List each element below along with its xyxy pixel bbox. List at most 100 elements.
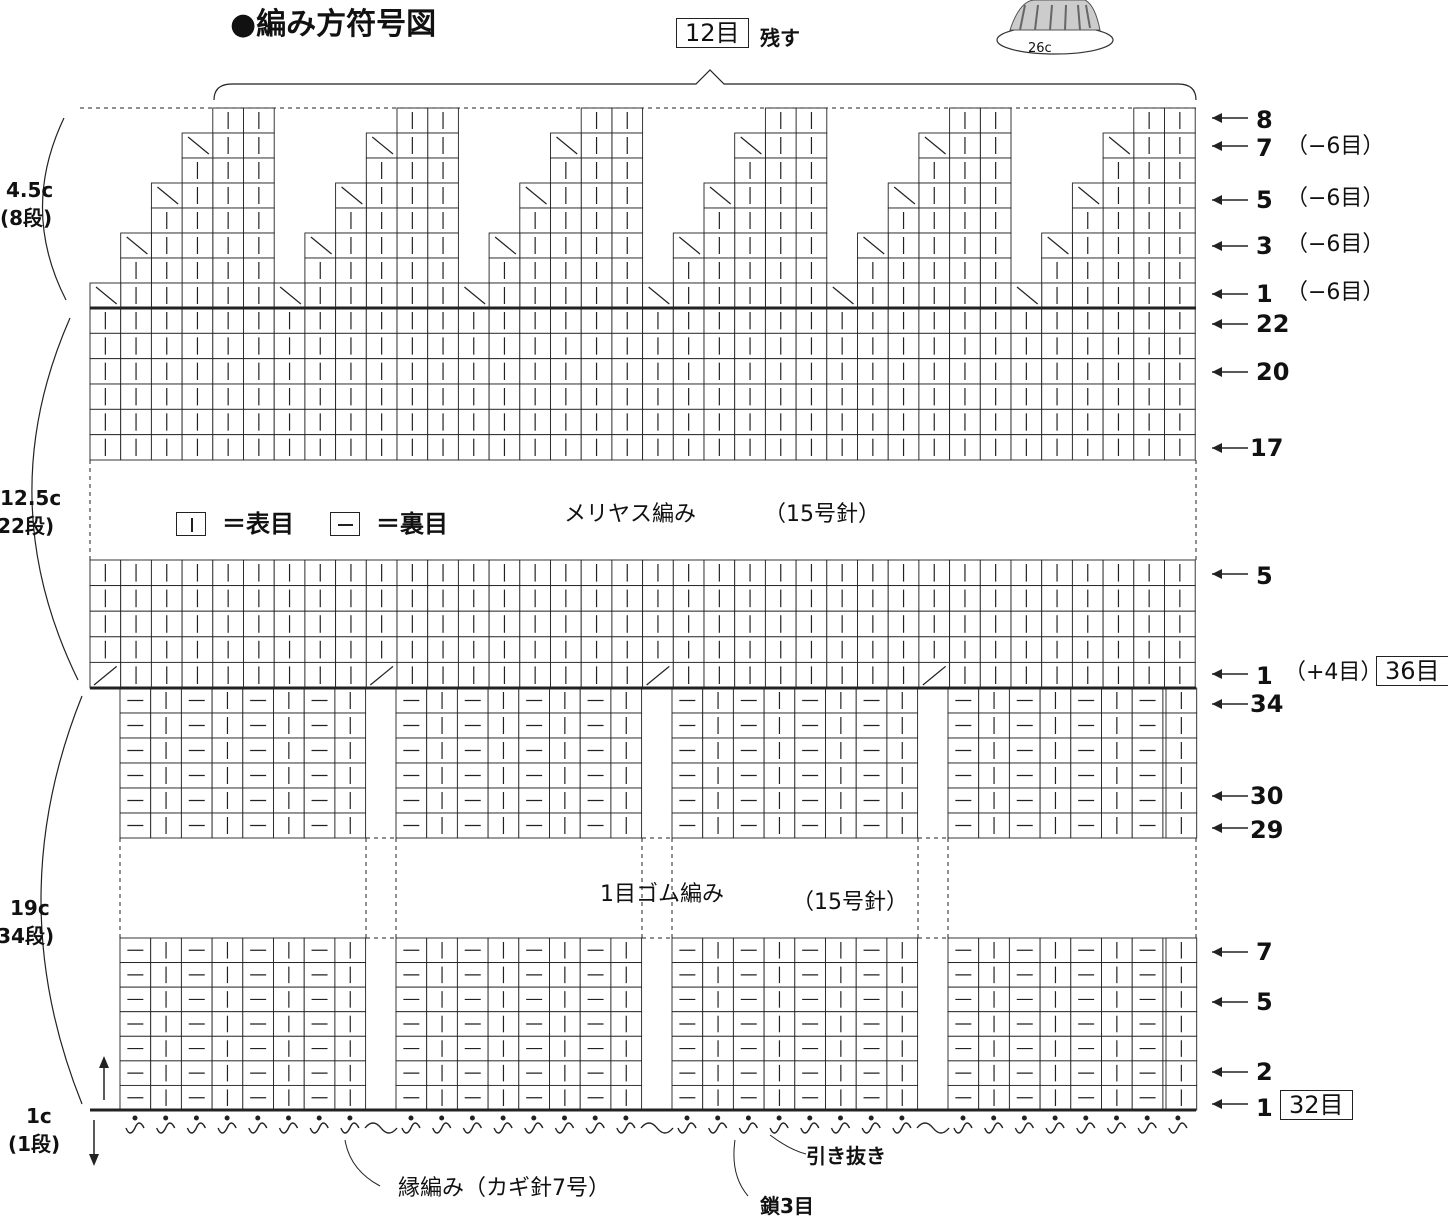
page-title: ●編み方符号図 (230, 7, 437, 42)
slip-stitch-dot (1021, 1115, 1027, 1121)
crochet-loop (432, 1122, 452, 1134)
crochet-loop (738, 1122, 759, 1134)
row-label-stock-1: 1 (1256, 662, 1273, 690)
decrease-symbol (1016, 286, 1039, 305)
section-size-crown: 4.5c (6, 178, 54, 202)
crochet-loop (616, 1122, 636, 1134)
row-label-rib-1: 1 (1256, 1094, 1273, 1122)
row-arrow-head (1212, 1099, 1222, 1109)
slip-stitch-dot (1144, 1115, 1150, 1121)
row-arrow-head (1212, 823, 1222, 833)
crochet-loop (953, 1122, 973, 1134)
slip-stitch-dot (868, 1115, 874, 1121)
slip-stitch-dot (684, 1115, 690, 1121)
edging-label: 縁編み（カギ針7号） (398, 1176, 610, 1201)
decrease-symbol (525, 186, 547, 205)
chain-loop (640, 1122, 674, 1134)
crochet-loop (585, 1122, 605, 1134)
work-up-arrow-head (99, 1056, 109, 1068)
crochet-loop (493, 1122, 513, 1134)
remaining-label: 残す (760, 26, 800, 50)
slip-stitch-dot (899, 1115, 905, 1121)
rib-stitch-cell (303, 1060, 336, 1086)
slip-stitch-dot (1175, 1115, 1181, 1121)
stockinette-label: メリヤス編み (564, 502, 697, 527)
crochet-loop (1106, 1122, 1127, 1134)
crochet-loop (861, 1122, 881, 1134)
slip-stitch-dot (960, 1115, 966, 1121)
slip-stitch-dot (163, 1115, 169, 1121)
chain-loop (364, 1122, 398, 1134)
slip-stitch-dot (500, 1115, 506, 1121)
bracket-stockinette (31, 317, 79, 681)
row-label-crown-8: 8 (1256, 106, 1273, 134)
crochet-loop (1076, 1122, 1096, 1134)
crochet-loop (1168, 1122, 1188, 1134)
slip-stitch-dot (408, 1115, 414, 1121)
slip-stitch-dot (1052, 1115, 1058, 1121)
increase-symbol (646, 665, 670, 686)
row-label-crown-7: 7 (1256, 134, 1273, 162)
crochet-loop (984, 1122, 1004, 1134)
row-dec-crown-1: （−6目） (1286, 280, 1385, 305)
stitch-count-32: 32目 (1280, 1090, 1353, 1120)
row-label-crown-1: 1 (1256, 280, 1273, 308)
crochet-loop (462, 1122, 483, 1134)
decrease-symbol (863, 236, 885, 255)
increase-symbol (369, 665, 394, 686)
crochet-loop (769, 1122, 789, 1134)
crochet-loop (892, 1122, 912, 1134)
chain-loop (916, 1122, 950, 1134)
row-arrow-head (1212, 319, 1222, 329)
crochet-loop (186, 1122, 207, 1134)
row-dec-crown-3: （−6目） (1286, 232, 1385, 257)
row-arrow-head (1212, 1067, 1222, 1077)
crochet-loop (554, 1122, 575, 1134)
row-dec-crown-7: （−6目） (1286, 134, 1385, 159)
stitch-count-36: 36目 (1376, 656, 1448, 686)
decrease-symbol (893, 186, 916, 205)
bracket-crown (41, 117, 67, 301)
crochet-loop (248, 1122, 268, 1134)
row-dec-crown-5: （−6目） (1286, 186, 1385, 211)
stitch-grid (89, 107, 1198, 1111)
slip-stitch-dot (623, 1115, 629, 1121)
crown-stitch-cell (826, 282, 858, 309)
crochet-loop (800, 1122, 820, 1134)
slip-stitch-label: 引き抜き (806, 1144, 886, 1168)
chain-pointer (733, 1139, 749, 1197)
decrease-symbol (1078, 186, 1100, 205)
crochet-loop (340, 1122, 360, 1134)
crochet-loop (125, 1122, 145, 1134)
row-arrow-head (1212, 113, 1222, 123)
slip-stitch-dot (807, 1115, 813, 1121)
decrease-symbol (678, 236, 701, 255)
chain-label: 鎖3目 (760, 1194, 814, 1218)
row-label-rib-30: 30 (1250, 782, 1284, 810)
edging-pointer (344, 1139, 381, 1187)
slip-stitch-dot (991, 1115, 997, 1121)
slip-pointer (769, 1134, 807, 1155)
section-rows-stockinette: (22段) (0, 514, 55, 538)
legend-knit: ＝表目 (222, 510, 294, 538)
row-arrow-head (1212, 791, 1222, 801)
row-label-rib-29: 29 (1250, 816, 1284, 844)
row-label-stock-22: 22 (1256, 310, 1290, 338)
row-arrow-head (1212, 195, 1222, 205)
slip-stitch-dot (316, 1115, 322, 1121)
decrease-symbol (832, 286, 854, 305)
bracket-ribbing (40, 695, 83, 1105)
crochet-loop (401, 1122, 421, 1134)
decrease-symbol (279, 286, 302, 305)
row-label-crown-3: 3 (1256, 232, 1273, 260)
section-rows-crown: (8段) (0, 206, 53, 230)
decrease-symbol (310, 236, 332, 255)
row-label-rib-2: 2 (1256, 1058, 1273, 1086)
slip-stitch-dot (439, 1115, 445, 1121)
stockinette-needle: （15号針） (764, 502, 880, 527)
row-label-stock-20: 20 (1256, 358, 1290, 386)
section-size-ribbing: 19c (10, 896, 50, 920)
row-label-rib-5: 5 (1256, 988, 1273, 1016)
increase-symbol (922, 665, 946, 686)
